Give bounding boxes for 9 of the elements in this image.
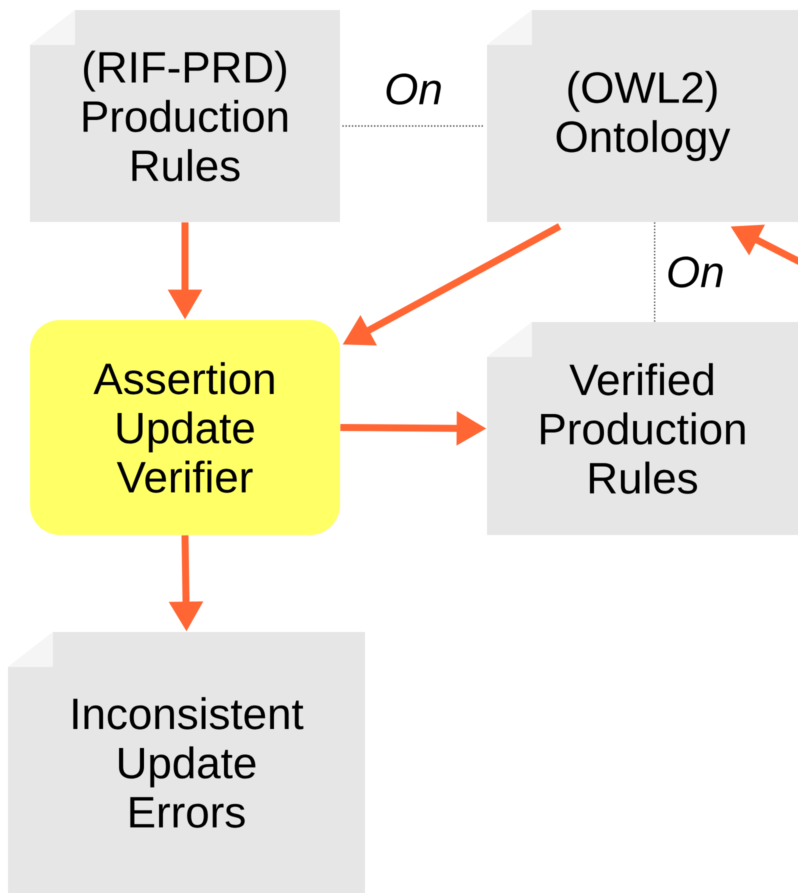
edge-label: On (668, 256, 723, 288)
connector-line (342, 125, 485, 127)
document-box: (RIF-PRD) Production Rules (30, 10, 340, 222)
document-box: Inconsistent Update Errors (8, 632, 365, 893)
edge-label: On (386, 74, 441, 105)
process-box: Assertion Update Verifier (30, 320, 340, 535)
document-box: (OWL2) Ontology (487, 10, 798, 222)
connector-line (654, 222, 656, 322)
document-box: Verified Production Rules (487, 322, 798, 535)
